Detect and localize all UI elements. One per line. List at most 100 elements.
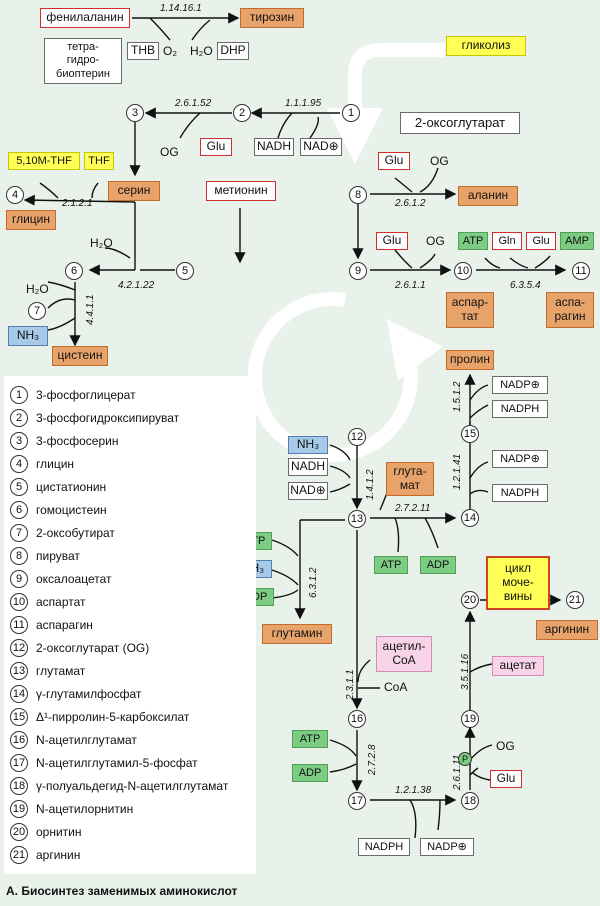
og-label-3: OG (160, 145, 179, 159)
enzyme-1.1.1.95: 1.1.1.95 (285, 98, 322, 109)
glutamine-label: глутамин (271, 626, 323, 641)
legend-text: γ-глутамилфосфат (36, 687, 142, 701)
legend-text: 2-оксоглутарат (OG) (36, 641, 150, 655)
alanine-label: аланин (467, 188, 509, 203)
methionine-box: метионин (206, 181, 276, 201)
node-7: 7 (28, 302, 46, 320)
enzyme-2.7.2.11: 2.7.2.11 (395, 503, 431, 514)
atp-label-17: ATP (299, 732, 321, 745)
glu-label-18: Glu (496, 771, 516, 786)
nadh-box-13: NADH (288, 458, 328, 476)
nadp-box-15: NADP⊕ (492, 376, 548, 394)
glu-box-8: Glu (378, 152, 410, 170)
node-16: 16 (348, 710, 366, 728)
node-14: 14 (461, 509, 479, 527)
serine-label: серин (117, 183, 151, 198)
legend-text: Δ¹-пирролин-5-карбоксилат (36, 710, 190, 724)
legend-number: 1 (10, 386, 28, 404)
h2o-label-7: H₂O (26, 282, 49, 296)
mthf-box: 5,10M-THF (8, 152, 80, 170)
node-5: 5 (176, 262, 194, 280)
legend-row: 2 3-фосфогидроксипируват (10, 407, 179, 429)
node-8: 8 (349, 186, 367, 204)
node-13: 13 (348, 510, 366, 528)
nadph-label-15: NADPH (500, 402, 540, 415)
enzyme-4.4.1.1: 4.4.1.1 (85, 294, 96, 325)
legend-text: N-ацетилглутамил-5-фосфат (36, 756, 198, 770)
legend-number: 19 (10, 800, 28, 818)
atp-box-11: ATP (458, 232, 488, 250)
enzyme-6.3.1.2: 6.3.1.2 (308, 567, 319, 598)
legend-number: 21 (10, 846, 28, 864)
atp-label-14: ATP (380, 558, 402, 571)
nadph-label-14: NADPH (500, 486, 540, 499)
legend-text: 3-фосфогидроксипируват (36, 411, 180, 425)
amp-label-11: AMP (565, 234, 589, 247)
nadh-label-13: NADH (290, 459, 325, 474)
acetate-box: ацетат (492, 656, 544, 676)
legend-number: 18 (10, 777, 28, 795)
enzyme-1.2.1.38: 1.2.1.38 (395, 785, 432, 796)
nadh-box-1: NADH (254, 138, 294, 156)
legend-row: 15 Δ¹-пирролин-5-карбоксилат (10, 706, 189, 728)
legend-row: 19 N-ацетилорнитин (10, 798, 133, 820)
legend-number: 8 (10, 547, 28, 565)
enzyme-6.3.5.4: 6.3.5.4 (510, 280, 541, 291)
adp-box-17: ADP (292, 764, 328, 782)
glu-box-18: Glu (490, 770, 522, 788)
figure-caption: А. Биосинтез заменимых аминокислот (6, 884, 238, 898)
glutamate-box: глута- мат (386, 462, 434, 496)
og-label-18: OG (496, 739, 515, 753)
node-6: 6 (65, 262, 83, 280)
nad-box-13: NAD⊕ (288, 482, 328, 500)
enzyme-2.6.1.1: 2.6.1.1 (395, 280, 426, 291)
legend-text: N-ацетилорнитин (36, 802, 134, 816)
arginine-box: аргинин (536, 620, 598, 640)
dhp-box: DHP (217, 42, 249, 60)
node-4: 4 (6, 186, 24, 204)
atp-label-11: ATP (462, 234, 484, 247)
enzyme-1.5.1.2: 1.5.1.2 (452, 381, 463, 412)
og-label-9: OG (426, 234, 445, 248)
nadp-label-18: NADP⊕ (427, 840, 467, 853)
nh3-box-13: NH₃ (288, 436, 328, 454)
arginine-label: аргинин (544, 622, 590, 637)
nadp-box-18: NADP⊕ (420, 838, 474, 856)
acetylcoa-line-1: ацетил- (382, 639, 426, 654)
glu-label-3: Glu (206, 139, 226, 154)
legend-number: 16 (10, 731, 28, 749)
enzyme-1.4.1.2: 1.4.1.2 (365, 469, 376, 500)
enzyme-2.6.1.52: 2.6.1.52 (175, 98, 212, 109)
urea-line-3: вины (503, 588, 533, 603)
legend-number: 2 (10, 409, 28, 427)
legend-number: 15 (10, 708, 28, 726)
legend-number: 7 (10, 524, 28, 542)
nh3-label-6: NH₃ (16, 328, 40, 343)
aspartate-box: аспар- тат (446, 292, 494, 328)
glu-label-9: Glu (382, 233, 402, 248)
serine-box: серин (108, 181, 160, 201)
legend-text: глутамат (36, 664, 86, 678)
nad-label-13: NAD⊕ (290, 483, 326, 498)
legend-number: 12 (10, 639, 28, 657)
atp-box-17: ATP (292, 730, 328, 748)
methionine-label: метионин (214, 183, 268, 198)
glu-box-3: Glu (200, 138, 232, 156)
oxoglutarate-label: 2-оксоглутарат (414, 114, 506, 130)
og-label-8: OG (430, 154, 449, 168)
acetate-label: ацетат (499, 658, 537, 673)
legend-number: 6 (10, 501, 28, 519)
gln-label-11: Gln (498, 234, 516, 247)
glycolysis-box: гликолиз (446, 36, 526, 56)
legend-text: 3-фосфосерин (36, 434, 119, 448)
legend-text: аспартат (36, 595, 86, 609)
glutamine-box: глутамин (262, 624, 332, 644)
node-1: 1 (342, 104, 360, 122)
